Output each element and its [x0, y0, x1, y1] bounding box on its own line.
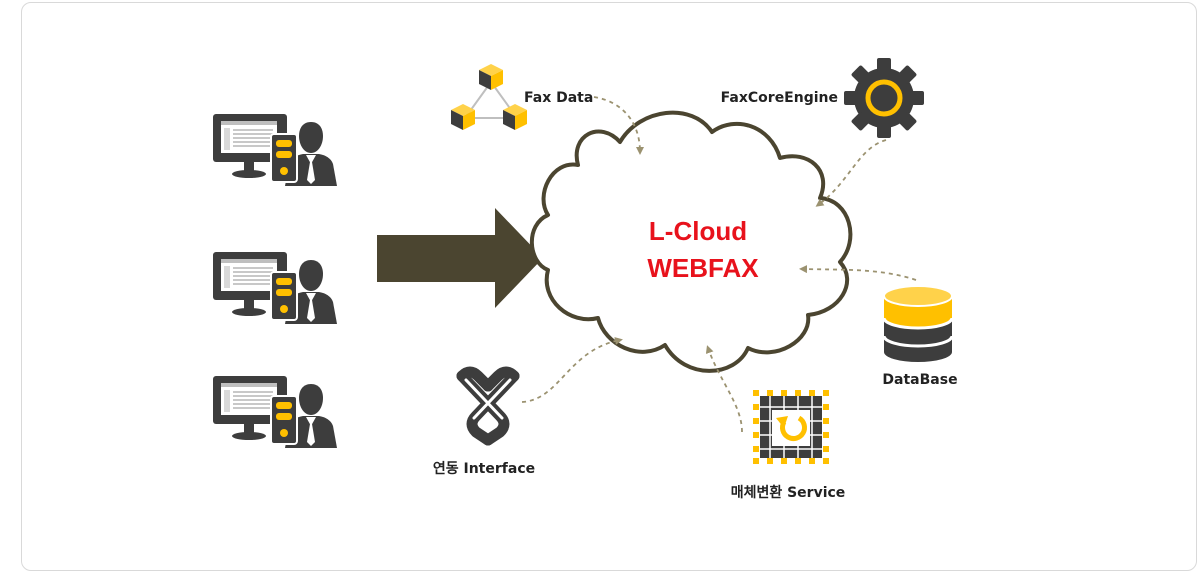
- interface-label: 연동 Interface: [433, 461, 535, 477]
- database-label: DataBase: [882, 372, 957, 388]
- workstation-user-icon: [212, 251, 338, 325]
- fax-data-label: Fax Data: [524, 90, 593, 106]
- media-service-label: 매체변환 Service: [731, 484, 846, 501]
- cloud-shape: [529, 110, 853, 373]
- fax-core-engine-connector: [815, 139, 887, 207]
- interlock-icon: [456, 366, 520, 446]
- workstation-user-icon: [212, 113, 338, 187]
- fax-data-connector: [593, 96, 644, 155]
- interface-connector: [521, 337, 623, 403]
- media-service-connector: [705, 345, 743, 433]
- gear-icon: [844, 58, 924, 138]
- flow-arrow: [377, 208, 543, 308]
- fax-core-engine-label: FaxCoreEngine: [721, 90, 838, 106]
- database-connector: [799, 265, 917, 281]
- cloud-title-line2: WEBFAX: [647, 253, 759, 283]
- conversion-chip-icon: [753, 390, 829, 464]
- workstation-user-icon: [212, 375, 338, 449]
- cloud-title-line1: L-Cloud: [649, 216, 747, 246]
- cubes-network-icon: [451, 64, 527, 130]
- database-icon: [882, 285, 954, 362]
